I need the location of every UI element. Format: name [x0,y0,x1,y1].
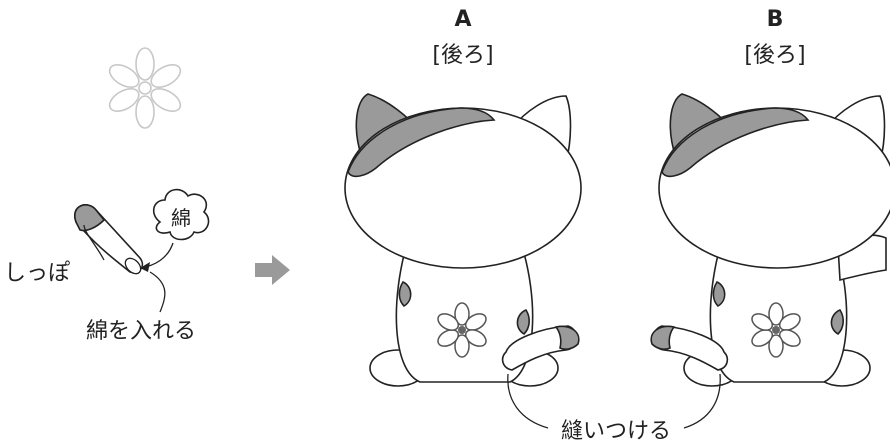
cotton-arrow [139,242,174,269]
panel-a-letter: A [454,7,471,32]
sew-leader-b [683,373,721,429]
sew-on-label: 縫いつける [561,419,671,444]
insert-cotton-label: 綿を入れる [86,319,196,344]
cat-back-a [344,93,582,387]
cotton-ball-icon [152,188,210,241]
panel-b-letter: B [767,7,784,32]
right-arrow-icon [255,255,290,285]
sew-leader-a [507,373,549,429]
cat-back-b [650,93,890,387]
panel-a-caption: [後ろ] [432,43,493,68]
flower-icon [751,302,801,358]
cotton-label: 綿 [171,206,191,230]
flower-icon [108,47,182,129]
flower-icon [437,302,487,358]
panel-b-caption: [後ろ] [744,43,805,68]
tail-leader [83,224,105,261]
insert-leader [149,271,166,313]
tail-label: しっぽ [4,261,70,286]
tail-icon [74,204,144,275]
arrowhead [140,262,150,272]
